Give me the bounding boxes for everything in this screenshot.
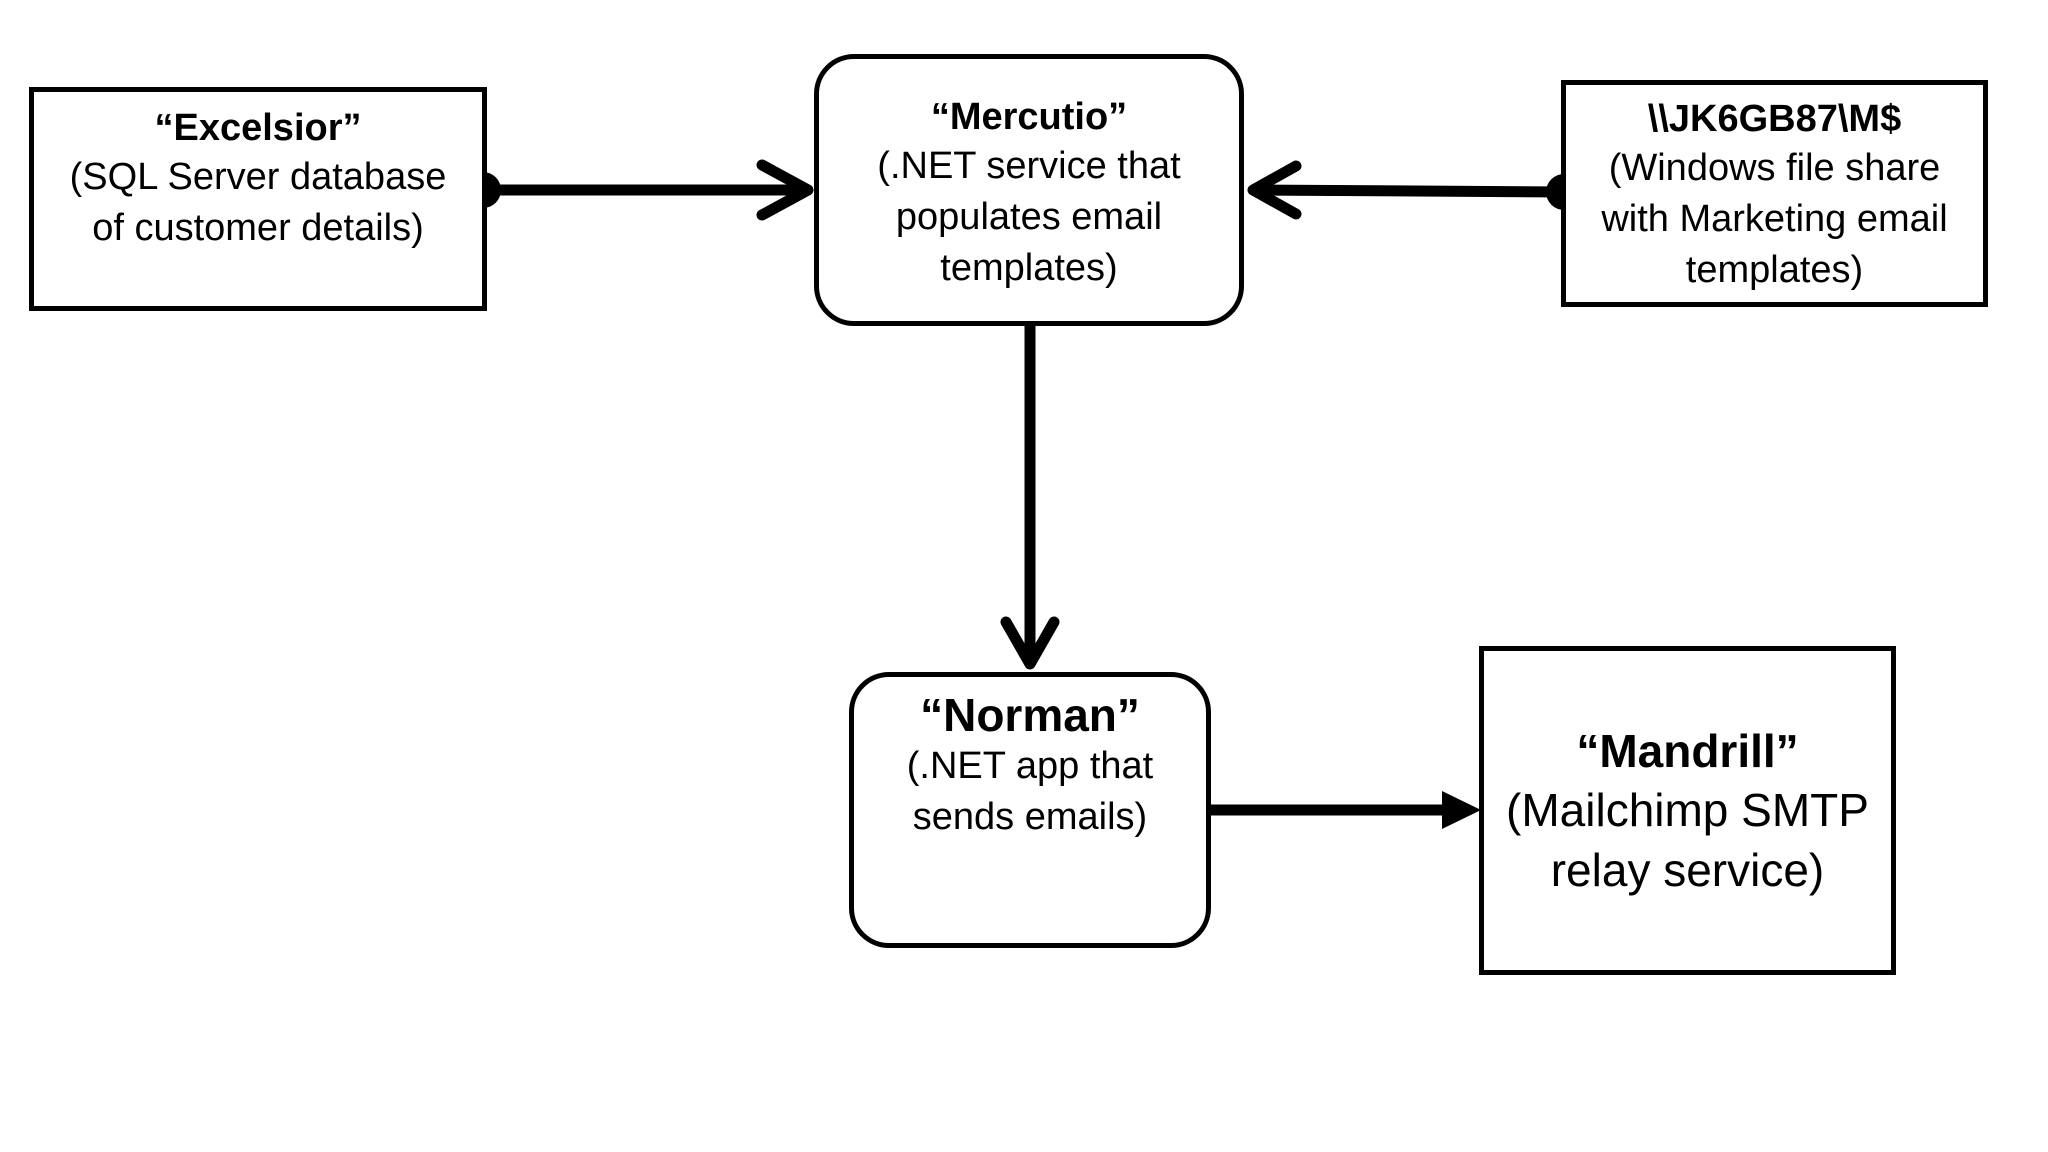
node-mercutio: “Mercutio” (.NET service that populates … [814,54,1244,326]
edge-excelsior-to-mercutio [465,159,814,221]
node-fileshare-desc: (Windows file share with Marketing email… [1601,147,1948,291]
node-fileshare-title: \\JK6GB87\M$ [1647,98,1902,140]
node-mercutio-title: “Mercutio” [930,96,1128,138]
node-mandrill: “Mandrill” (Mailchimp SMTP relay service… [1479,646,1896,975]
node-norman-title: “Norman” [920,689,1140,741]
node-excelsior-title: “Excelsior” [154,107,362,149]
node-excelsior-desc: (SQL Server database of customer details… [69,156,447,249]
node-mercutio-desc: (.NET service that populates email templ… [877,145,1181,289]
node-excelsior: “Excelsior” (SQL Server database of cust… [29,87,487,311]
node-norman: “Norman” (.NET app that sends emails) [849,672,1211,948]
edge-fileshare-mercutio-arrowhead [1247,160,1302,220]
edge-fileshare-mercutio-line [1252,184,1565,198]
node-norman-desc: (.NET app that sends emails) [906,745,1154,838]
edge-excelsior-mercutio-arrowhead [756,159,814,221]
edge-fileshare-to-mercutio [1247,160,1582,220]
edge-norman-to-mandrill [1211,791,1481,829]
node-fileshare: \\JK6GB87\M$ (Windows file share with Ma… [1561,80,1988,307]
edge-mercutio-to-norman [1000,326,1060,670]
edge-mercutio-norman-arrowhead [1000,616,1060,670]
node-mandrill-desc: (Mailchimp SMTP relay service) [1506,783,1869,896]
node-mandrill-title: “Mandrill” [1576,724,1799,777]
edge-norman-mandrill-arrowhead [1442,791,1481,829]
